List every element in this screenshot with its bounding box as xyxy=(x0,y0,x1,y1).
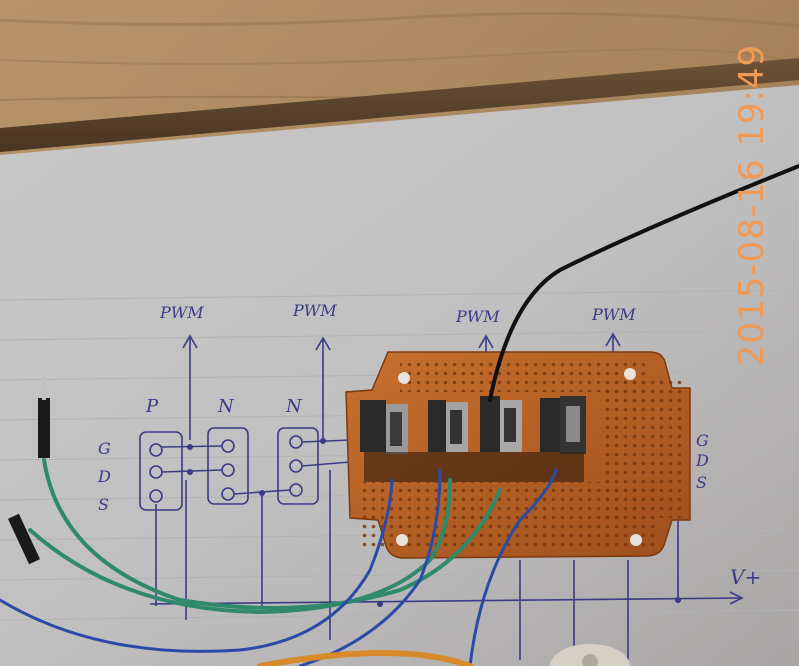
schematic-dots xyxy=(187,438,681,607)
green-wire-2 xyxy=(28,478,452,615)
transistor-label-n2: N xyxy=(285,396,303,417)
blue-wire-2 xyxy=(468,468,558,666)
transistor-n1-outline xyxy=(207,427,249,505)
blue-wire-3 xyxy=(298,468,442,666)
mosfet-icon xyxy=(360,400,408,454)
blue-wire-1 xyxy=(0,478,394,653)
pwm-label-1: PWM xyxy=(159,303,204,322)
shelf-edge xyxy=(0,58,799,152)
pwm-label-2: PWM xyxy=(292,301,337,320)
transistor-n2-outline xyxy=(277,427,319,505)
pin-label-left-s: S xyxy=(98,495,109,514)
transistor-label-n1: N xyxy=(217,396,235,417)
mosfet-row xyxy=(360,396,586,482)
pwm-label-4: PWM xyxy=(591,305,636,324)
mosfet-icon xyxy=(428,400,468,452)
ribbon-wires xyxy=(257,650,473,666)
pin-label-right-g: G xyxy=(696,431,709,450)
dupont-connector-icon xyxy=(38,374,50,458)
schematic-labels: PWM PWM PWM PWM P N N G D S G D S V+ xyxy=(97,301,761,589)
pin-label-left-d: D xyxy=(97,467,111,486)
green-wire-1 xyxy=(42,458,502,610)
photo-timestamp: 2015-08-16 19:49 xyxy=(732,43,772,367)
dupont-connector-icon xyxy=(7,513,41,565)
pin-label-right-s: S xyxy=(696,473,707,492)
supply-label: V+ xyxy=(730,565,761,589)
mosfet-icon xyxy=(540,396,586,454)
pwm-label-3: PWM xyxy=(455,307,500,326)
mosfet-icon xyxy=(480,396,522,452)
jumper-wires xyxy=(0,164,799,666)
black-wire xyxy=(488,164,799,402)
transistor-label-p: P xyxy=(145,396,159,417)
pin-label-left-g: G xyxy=(98,439,111,458)
pin-label-right-d: D xyxy=(695,451,709,470)
